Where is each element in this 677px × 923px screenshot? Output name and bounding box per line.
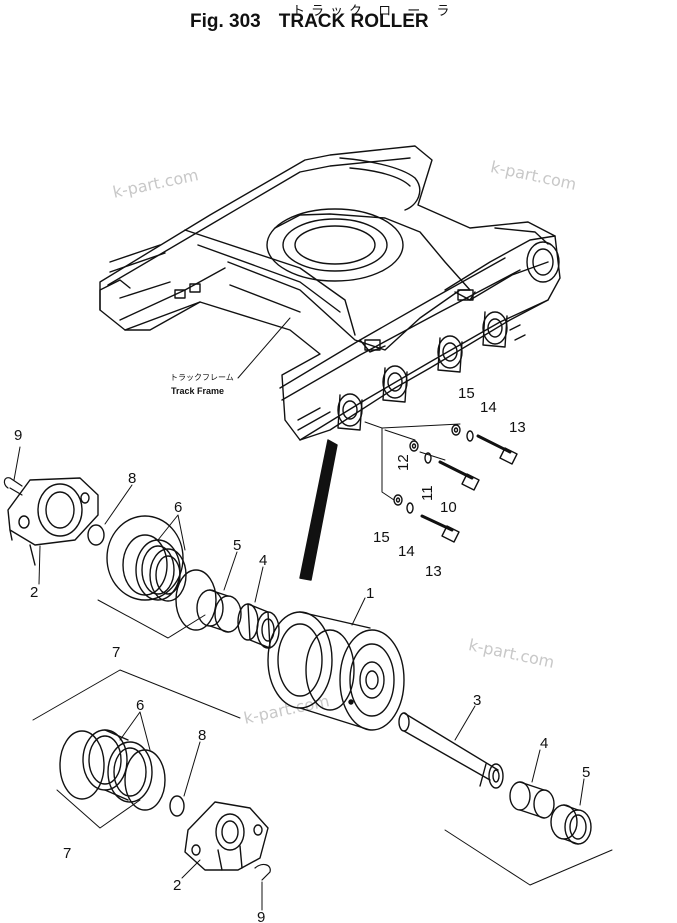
callout-8-lower: 8 bbox=[198, 727, 206, 744]
callout-14-top: 14 bbox=[480, 399, 497, 416]
bushing-right bbox=[550, 804, 592, 845]
callout-2-upper: 2 bbox=[30, 584, 38, 601]
callout-11: 11 bbox=[419, 485, 436, 501]
callout-15-top: 15 bbox=[458, 385, 475, 402]
callout-6-lower: 6 bbox=[136, 697, 144, 714]
callout-8-upper: 8 bbox=[128, 470, 136, 487]
title-japanese: トラック ロ ー ラ bbox=[292, 4, 456, 19]
floating-seal-upper bbox=[106, 515, 187, 602]
callout-15-bottom: 15 bbox=[373, 529, 390, 546]
callout-numbers: 9 8 6 2 5 4 1 7 15 14 13 12 11 10 15 14 … bbox=[14, 385, 590, 923]
bracket-7-upper bbox=[97, 599, 206, 639]
track-frame-label: Track Frame bbox=[171, 386, 225, 396]
floating-seal-lower bbox=[82, 729, 166, 811]
callout-4-upper: 4 bbox=[259, 552, 267, 569]
callout-7-upper: 7 bbox=[112, 644, 120, 661]
bolt-hardware bbox=[393, 424, 518, 543]
callout-5-lower: 5 bbox=[582, 764, 590, 781]
thrust-ring-right bbox=[509, 781, 555, 819]
callout-13-top: 13 bbox=[509, 419, 526, 436]
figure-name: TRACK ROLLER bbox=[278, 11, 429, 32]
callout-3: 3 bbox=[473, 692, 481, 709]
bushing-upper bbox=[196, 589, 242, 633]
shaft bbox=[398, 712, 504, 789]
pin-upper bbox=[3, 477, 23, 496]
callout-12: 12 bbox=[395, 454, 412, 471]
callout-10: 10 bbox=[440, 499, 457, 516]
assembly-direction-arrow bbox=[299, 439, 338, 581]
collar-lower bbox=[184, 801, 269, 871]
bracket-7-lower bbox=[56, 789, 141, 829]
callout-9-lower: 9 bbox=[257, 909, 265, 923]
collar-upper bbox=[7, 477, 99, 566]
o-ring-upper bbox=[87, 524, 105, 546]
figure-title: Fig. 303 TRACK ROLLER bbox=[190, 11, 447, 33]
callout-9-upper: 9 bbox=[14, 427, 22, 444]
callout-13-bottom: 13 bbox=[425, 563, 442, 580]
bolt-leader-lines bbox=[237, 317, 461, 501]
callout-leader-lines bbox=[13, 446, 585, 911]
callout-4-lower: 4 bbox=[540, 735, 548, 752]
track-frame-label-japanese: トラックフレーム bbox=[170, 373, 234, 382]
thrust-ring-upper bbox=[237, 603, 280, 649]
callout-1: 1 bbox=[366, 585, 374, 602]
callout-7-lower: 7 bbox=[63, 845, 71, 862]
o-ring-large-lower bbox=[59, 730, 105, 800]
o-ring-large-upper bbox=[175, 569, 217, 631]
o-ring-lower bbox=[169, 795, 185, 817]
callout-6-upper: 6 bbox=[174, 499, 182, 516]
pin-lower bbox=[254, 863, 271, 881]
callout-14-bottom: 14 bbox=[398, 543, 415, 560]
track-roller bbox=[267, 611, 405, 731]
figure-number: Fig. 303 bbox=[190, 11, 261, 32]
track-frame bbox=[99, 145, 561, 441]
bracket-upper-lower-left bbox=[32, 669, 241, 721]
callout-5-upper: 5 bbox=[233, 537, 241, 554]
callout-2-lower: 2 bbox=[173, 877, 181, 894]
bracket-lower-right bbox=[444, 829, 613, 886]
